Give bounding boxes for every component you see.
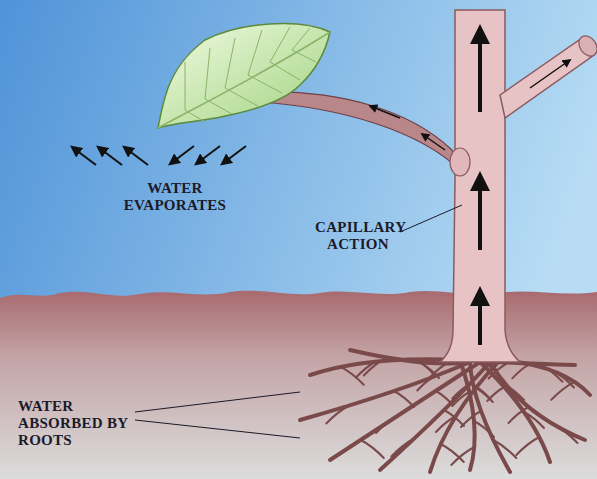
branch [500,38,594,118]
flow-arrows [478,28,482,345]
label: WATER ABSORBED BY ROOTS [18,398,134,449]
label: WATER EVAPORATES [115,180,235,214]
leaf [158,24,330,128]
small-flow-arrows [370,60,570,150]
leaf-stem [262,92,462,172]
leader-lines [135,205,462,438]
stem-node [450,148,470,176]
evaporation-arrows [72,146,246,165]
soil [0,291,597,479]
label: CAPILLARY ACTION [315,219,401,253]
branch-end [575,32,597,59]
leaf-veins [158,27,330,128]
roots [300,350,590,472]
trunk [440,10,520,362]
